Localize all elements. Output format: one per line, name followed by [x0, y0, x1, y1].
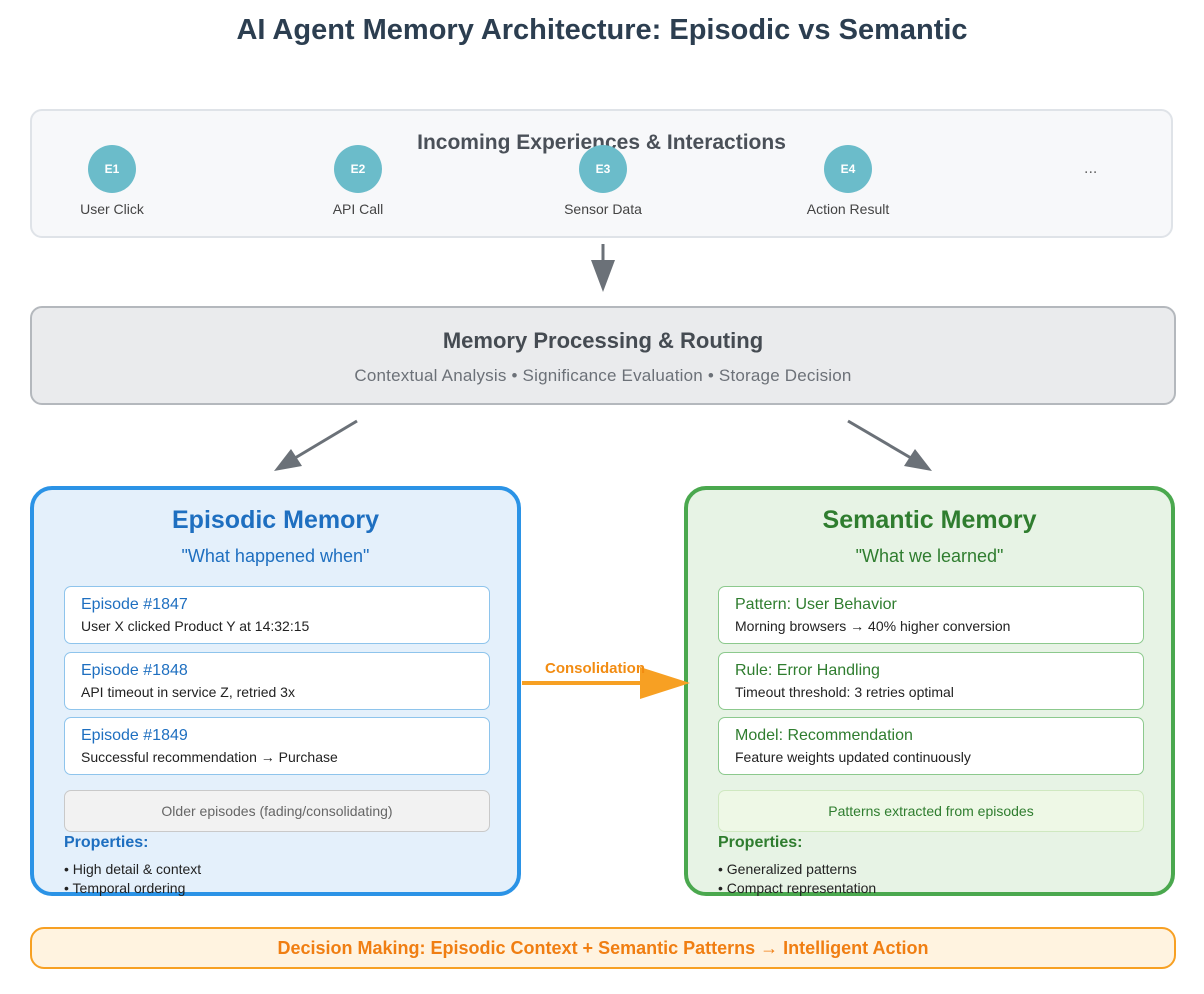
- semantic-card-title: Model: Recommendation: [735, 727, 913, 744]
- more-experiences-ellipsis: ...: [1084, 160, 1098, 177]
- episodic-title: Episodic Memory: [172, 506, 379, 534]
- experience-node-e3: E3 Sensor Data: [523, 145, 683, 217]
- experience-node-e4: E4 Action Result: [768, 145, 928, 217]
- consolidation-label: Consolidation: [545, 660, 645, 677]
- episode-title: Episode #1849: [81, 727, 188, 744]
- property-item: • Temporal ordering: [64, 880, 186, 896]
- episode-detail: API timeout in service Z, retried 3x: [81, 684, 295, 700]
- processing-title: Memory Processing & Routing: [442, 328, 764, 353]
- episodic-memory-panel: Episodic Memory "What happened when" Epi…: [30, 486, 521, 896]
- property-item: • High detail & context: [64, 861, 202, 877]
- episode-card: Episode #1848 API timeout in service Z, …: [64, 652, 490, 710]
- semantic-card: Model: Recommendation Feature weights up…: [718, 717, 1144, 775]
- arrow-to-episodic-icon: [274, 419, 358, 471]
- arrow-to-semantic-icon: [847, 419, 932, 471]
- episode-detail: User X clicked Product Y at 14:32:15: [81, 618, 310, 634]
- semantic-subtitle: "What we learned": [855, 546, 1004, 566]
- episodic-properties-title: Properties:: [64, 834, 149, 851]
- semantic-memory-panel: Semantic Memory "What we learned" Patter…: [684, 486, 1175, 896]
- experience-circle: E2: [334, 145, 382, 193]
- semantic-properties-title: Properties:: [718, 834, 803, 851]
- down-arrow-icon: [591, 244, 615, 292]
- episode-title: Episode #1848: [81, 662, 188, 679]
- episode-detail: Successful recommendation → Purchase: [81, 749, 338, 765]
- semantic-card: Rule: Error Handling Timeout threshold: …: [718, 652, 1144, 710]
- incoming-title: Incoming Experiences & Interactions: [417, 131, 786, 154]
- experience-label: User Click: [80, 201, 144, 217]
- processing-subtitle: Contextual Analysis • Significance Evalu…: [354, 366, 852, 385]
- episodic-properties-list: • High detail & context • Temporal order…: [64, 860, 201, 898]
- episode-card: Episode #1849 Successful recommendation …: [64, 717, 490, 775]
- experience-label: API Call: [332, 201, 384, 217]
- semantic-card: Pattern: User Behavior Morning browsers …: [718, 586, 1144, 644]
- semantic-card-detail: Morning browsers → 40% higher conversion: [735, 618, 1011, 634]
- episodic-subtitle: "What happened when": [181, 546, 370, 566]
- experience-label: Sensor Data: [564, 201, 642, 217]
- experience-label: Action Result: [806, 201, 890, 217]
- extracted-patterns-box: Patterns extracted from episodes: [718, 790, 1144, 832]
- experience-circle: E4: [824, 145, 872, 193]
- older-episodes-box: Older episodes (fading/consolidating): [64, 790, 490, 832]
- experience-node-e1: E1 User Click: [32, 145, 192, 217]
- episode-card: Episode #1847 User X clicked Product Y a…: [64, 586, 490, 644]
- decision-making-bar: Decision Making: Episodic Context + Sema…: [30, 927, 1176, 969]
- experience-circle: E1: [88, 145, 136, 193]
- memory-processing-box: Memory Processing & Routing Contextual A…: [30, 306, 1176, 405]
- experience-node-e2: E2 API Call: [278, 145, 438, 217]
- consolidation-arrow-icon: [522, 667, 690, 699]
- semantic-card-title: Pattern: User Behavior: [735, 596, 897, 613]
- experience-circle: E3: [579, 145, 627, 193]
- semantic-properties-list: • Generalized patterns • Compact represe…: [718, 860, 876, 898]
- semantic-card-title: Rule: Error Handling: [735, 662, 880, 679]
- episode-title: Episode #1847: [81, 596, 188, 613]
- diagram-title: AI Agent Memory Architecture: Episodic v…: [236, 14, 968, 46]
- semantic-card-detail: Timeout threshold: 3 retries optimal: [735, 684, 954, 700]
- semantic-title: Semantic Memory: [822, 506, 1037, 534]
- property-item: • Compact representation: [718, 880, 877, 896]
- semantic-card-detail: Feature weights updated continuously: [735, 749, 971, 765]
- property-item: • Generalized patterns: [718, 861, 857, 877]
